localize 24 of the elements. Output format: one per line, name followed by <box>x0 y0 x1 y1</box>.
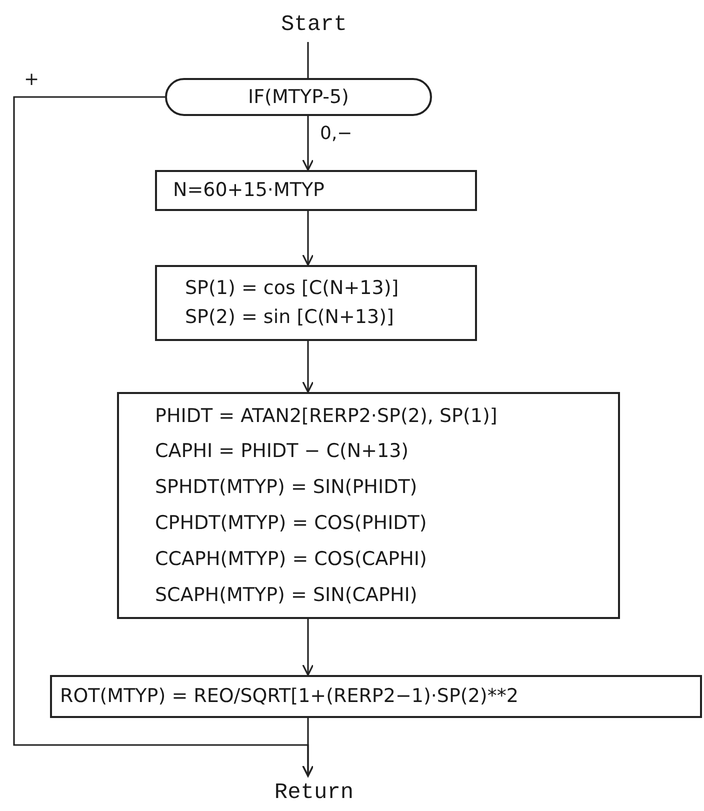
decision-terminal <box>165 78 432 116</box>
connector-line <box>307 42 309 78</box>
terminal-text: Return <box>274 780 354 806</box>
arrow <box>302 211 314 266</box>
statement-text: PHIDT = ATAN2[RERP2·SP(2), SP(1)] <box>155 404 498 428</box>
statement-text: SP(1) = cos [C(N+13)] <box>185 277 399 300</box>
terminal-text: Start <box>280 12 347 38</box>
statement-text: CPHDT(MTYP) = COS(PHIDT) <box>155 512 427 535</box>
statement-text: IF(MTYP-5) <box>248 86 349 108</box>
arrow <box>302 341 314 393</box>
statement-text: CAPHI = PHIDT − C(N+13) <box>155 440 409 464</box>
statement-text: ROT(MTYP) = REO/SQRT[1+(RERP2−1)·SP(2)**2 <box>60 685 518 708</box>
statement-text: CCAPH(MTYP) = COS(CAPHI) <box>155 548 427 571</box>
statement-text: SP(2) = sin [C(N+13)] <box>185 306 394 329</box>
statement-text: SCAPH(MTYP) = SIN(CAPHI) <box>155 584 418 606</box>
arrow <box>302 619 314 676</box>
statement-text: SPHDT(MTYP) = SIN(PHIDT) <box>155 476 418 499</box>
process-box <box>117 392 620 619</box>
process-box <box>50 675 702 718</box>
arrow <box>13 96 314 777</box>
process-box <box>155 170 477 211</box>
arrow <box>302 116 314 171</box>
process-box <box>155 265 477 341</box>
statement-text: N=60+15·MTYP <box>173 179 325 202</box>
